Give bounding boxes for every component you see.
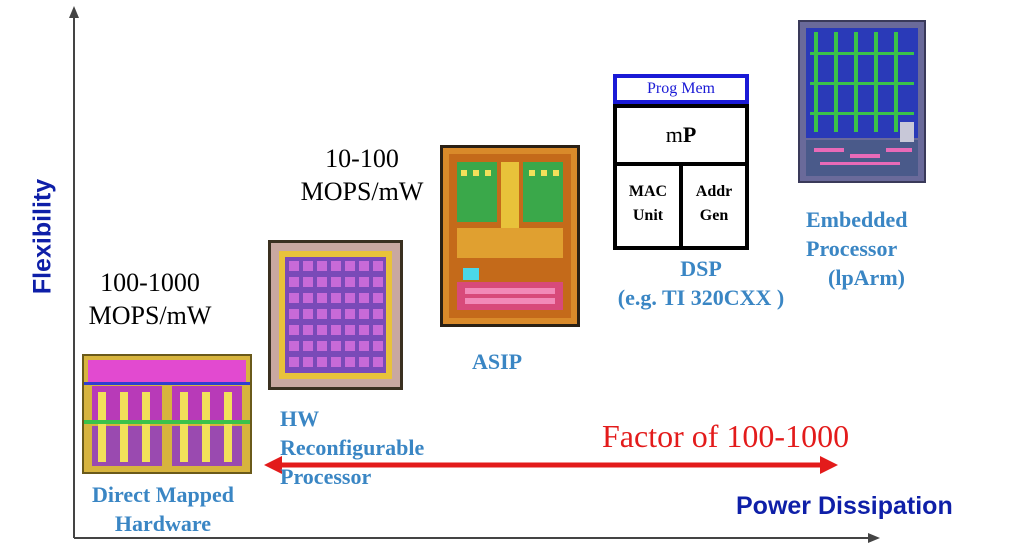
direct-mapped-chip-image [82,354,252,474]
microprocessor-box: mP [617,108,745,162]
caption-embedded-processor: Embedded Processor (lpArm) [806,207,908,290]
factor-label: Factor of 100-1000 [602,418,850,454]
reconfigurable-chip-graphic [271,243,400,387]
x-axis-arrowhead [868,533,880,543]
efficiency-label-reconfig: 10-100 MOPS/mW [300,144,424,206]
reconfigurable-chip-image [268,240,403,390]
caption-dsp: DSP (e.g. TI 320CXX ) [617,256,785,310]
factor-arrowhead-left [264,456,282,474]
dsp-block-diagram: Prog Mem mP MAC Unit Addr Gen [613,74,749,250]
addr-gen-box: Addr Gen [683,166,745,246]
direct-mapped-chip-graphic [84,356,250,472]
caption-asip: ASIP [472,349,523,374]
y-axis-arrowhead [69,6,79,18]
prog-mem-box: Prog Mem [613,74,749,104]
efficiency-label-direct: 100-1000 MOPS/mW [88,268,212,330]
x-axis-label: Power Dissipation [736,492,953,520]
mac-unit-box: MAC Unit [617,166,679,246]
asip-chip-image [440,145,580,327]
caption-hw-reconfigurable: HW Reconfigurable Processor [280,406,425,489]
factor-arrowhead-right [820,456,838,474]
embedded-processor-chip-graphic [800,22,924,181]
caption-direct-mapped: Direct Mapped Hardware [92,482,234,536]
embedded-processor-chip-image [798,20,926,183]
asip-chip-graphic [443,148,577,324]
y-axis-label: Flexibility [28,178,57,295]
